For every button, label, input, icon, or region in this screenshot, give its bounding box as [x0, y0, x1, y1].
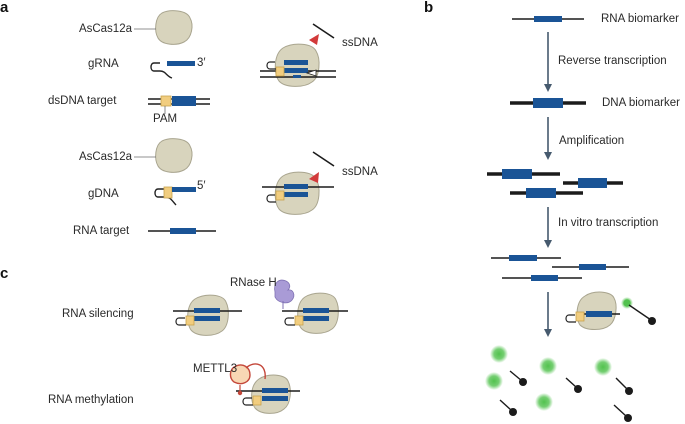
rna-methylation-label: RNA methylation [48, 394, 134, 406]
rnase-h-label: RNase H [230, 277, 277, 289]
cas12a-dsdna-complex-icon [260, 43, 336, 87]
ssdna-fragment-icon [312, 23, 335, 39]
amplified-dna-icon [487, 169, 623, 198]
in-vitro-transcription-label: In vitro transcription [558, 217, 659, 229]
panel-b-graphics [485, 16, 656, 422]
mettl3-complex-icon [229, 363, 300, 414]
dna-biomarker-icon [510, 98, 586, 108]
panel-c-graphics [173, 279, 348, 414]
cleaved-reporters-icon [485, 345, 633, 422]
rnase-h-complex-icon [274, 279, 348, 334]
pam-icon [160, 95, 172, 107]
cas12a-detection-complex-icon [565, 291, 620, 330]
ascas12a-label-2: AsCas12a [78, 151, 132, 163]
ascas12a-protein-icon [155, 10, 193, 45]
dna-biomarker-label: DNA biomarker [602, 97, 680, 109]
panel-c-label: c [0, 265, 9, 282]
gdna-label: gDNA [88, 188, 119, 200]
gdna-5prime-label: 5′ [197, 180, 206, 192]
rna-biomarker-icon [512, 16, 584, 22]
cleavage-arrow-icon [309, 34, 319, 45]
transcribed-rna-icon [491, 255, 629, 281]
pam-label: PAM [153, 113, 178, 125]
rna-silencing-label: RNA silencing [62, 308, 134, 320]
panel-a-graphics [134, 10, 336, 234]
ssdna-label-2: ssDNA [342, 166, 378, 178]
grna-label: gRNA [88, 58, 119, 70]
silencing-complex-icon [173, 294, 242, 336]
reverse-transcription-label: Reverse transcription [558, 55, 667, 67]
intact-reporter-icon [621, 297, 656, 325]
ssdna-label: ssDNA [342, 37, 378, 49]
dsdna-target-icon [148, 95, 210, 114]
mettl3-enzyme-icon [229, 364, 251, 385]
gdna-icon [154, 186, 196, 206]
grna-3prime-label: 3′ [197, 57, 206, 69]
amplification-label: Amplification [559, 135, 625, 147]
panel-a-label: a [0, 0, 9, 16]
rna-biomarker-label: RNA biomarker [601, 13, 679, 25]
mettl3-label: METTL3 [193, 363, 238, 375]
ascas12a-label: AsCas12a [78, 23, 132, 35]
ssdna-fragment-icon-2 [312, 151, 335, 167]
panel-b-label: b [424, 0, 434, 16]
cleavage-arrow-icon-2 [309, 172, 319, 183]
rna-target-label: RNA target [73, 225, 130, 237]
dsdna-target-label: dsDNA target [48, 95, 117, 107]
cas12a-rna-complex-icon [262, 171, 334, 215]
rna-target-icon [148, 228, 216, 234]
rnase-h-enzyme-icon [274, 279, 295, 304]
grna-icon [150, 61, 195, 79]
ascas12a-protein-icon-2 [155, 138, 193, 173]
